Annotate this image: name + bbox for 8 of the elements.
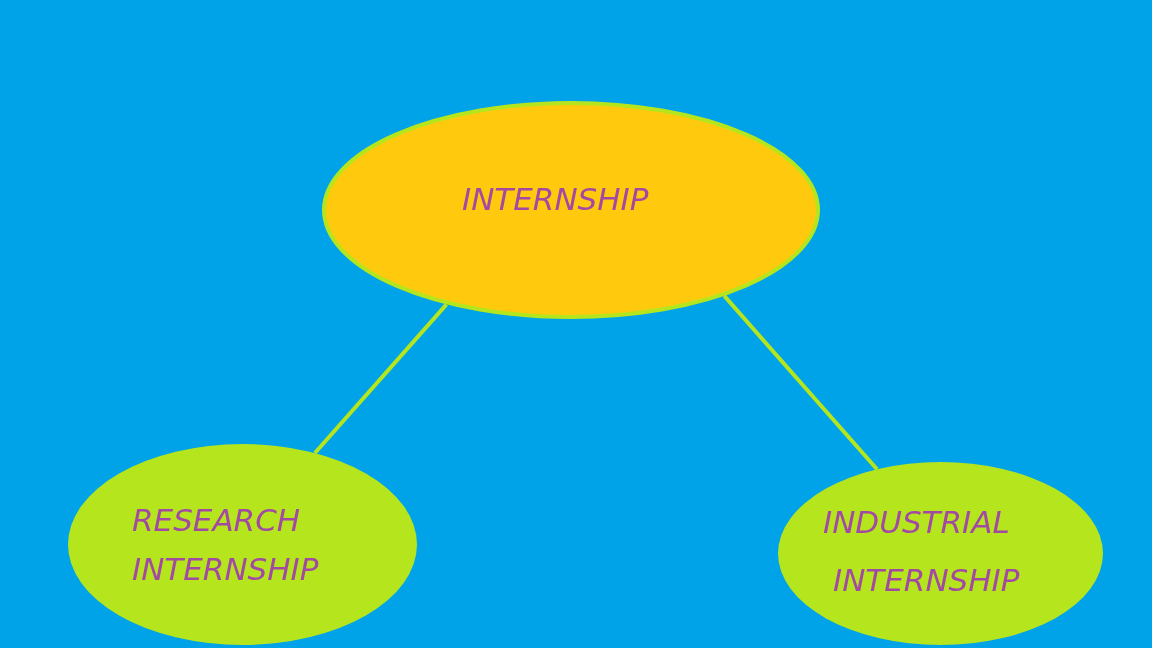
connector-line (313, 303, 448, 455)
ellipse-node (778, 462, 1103, 645)
node-label: INDUSTRIAL INTERNSHIP (823, 503, 1021, 600)
ellipse-node (68, 444, 417, 645)
ellipse-node (322, 101, 820, 319)
node-label: INTERNSHIP (462, 180, 650, 219)
connector-line (722, 294, 879, 471)
node-label: RESEARCH INTERNSHIP (132, 501, 320, 589)
